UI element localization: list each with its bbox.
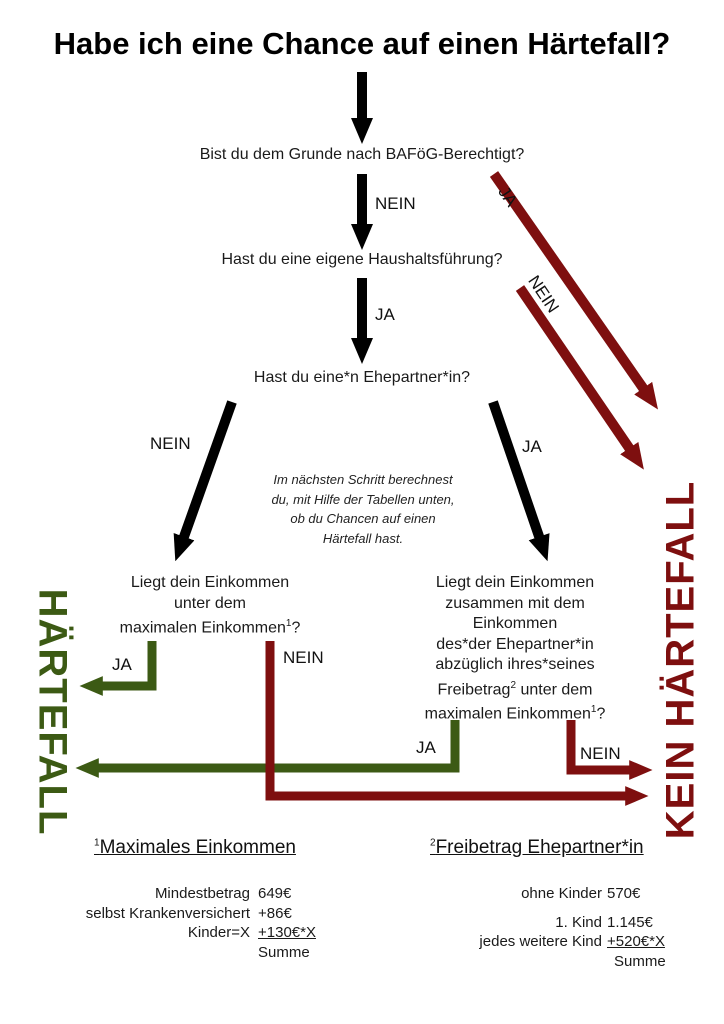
question-einkommen-partner: Liegt dein Einkommen zusammen mit dem Ei… [395, 573, 635, 725]
label-ja-q2: JA [375, 305, 395, 324]
footnote-2-row: 1. Kind 1.145€ [420, 913, 720, 933]
arrow-q5-ja [75, 720, 460, 778]
footnote-ref-1: 1 [285, 618, 292, 629]
arrow-q3-nein [173, 400, 237, 562]
question-bafoeg: Bist du dem Grunde nach BAFöG-Berechtigt… [199, 146, 525, 163]
arrow-q1-ja [489, 171, 659, 410]
question-ehepartner: Hast du eine*n Ehepartner*in? [253, 369, 471, 386]
footnote-1-row: selbst Krankenversichert +86€ [30, 904, 350, 924]
label-nein-q1: NEIN [375, 194, 416, 213]
question-partner-line: Freibetrag2 unter dem [395, 676, 635, 701]
question-partner-line: Liegt dein Einkommen [435, 574, 595, 591]
label-nein-q5: NEIN [580, 744, 621, 763]
footnote-1-row: Mindestbetrag 649€ [30, 884, 350, 904]
footnote-2-row: Summe [420, 952, 720, 972]
label-nein-q4: NEIN [283, 648, 324, 667]
footnote-2-value: 1.145€ [607, 913, 653, 931]
page-title: Habe ich eine Chance auf einen Härtefall… [53, 26, 671, 61]
footnote-1-heading: 1Maximales Einkommen [94, 837, 296, 859]
footnote-2-label: ohne Kinder [521, 885, 602, 902]
question-partner-text: unter dem [516, 680, 593, 698]
footnote-2-row: ohne Kinder 570€ [420, 884, 720, 904]
footnote-1-label: Mindestbetrag [154, 885, 250, 902]
footnote-2-table: ohne Kinder 570€ 1. Kind 1.145€ jedes we… [420, 884, 720, 971]
arrow-q4-nein [265, 641, 649, 806]
question-mark: ? [291, 619, 301, 637]
label-ja-q4: JA [112, 655, 132, 674]
hint-line: Im nächsten Schritt berechnest [273, 472, 453, 487]
question-einkommen-text: maximalen Einkommen [119, 619, 286, 637]
question-einkommen-line: Liegt dein Einkommen [130, 574, 290, 591]
question-partner-line: des*der Ehepartner*in [436, 635, 594, 653]
footnote-ref-1: 1 [590, 704, 597, 716]
footnote-1-value: +130€*X [258, 924, 316, 941]
question-einkommen: Liegt dein Einkommen unter dem maximalen… [90, 573, 330, 639]
footnote-1-spacer [30, 943, 250, 963]
footnote-2-value: +520€*X [607, 933, 665, 950]
arrow-q5-nein [566, 720, 653, 780]
arrow-q4-ja [79, 641, 157, 696]
footnote-1-title: Maximales Einkommen [99, 837, 296, 858]
outcome-kein-haertefall: KEIN HÄRTEFALL [658, 480, 703, 840]
footnote-2-title: Freibetrag Ehepartner*in [435, 837, 644, 858]
footnote-1-row: Kinder=X +130€*X [30, 923, 350, 943]
question-partner-line: abzüglich ihres*seines [435, 656, 595, 673]
footnote-2-sum: Summe [614, 952, 666, 970]
question-mark: ? [596, 705, 606, 723]
footnote-1-sum: Summe [258, 943, 310, 961]
footnote-2-row: jedes weitere Kind +520€*X [420, 932, 720, 952]
question-partner-text: maximalen Einkommen [424, 705, 591, 723]
footnote-1-label: Kinder=X [187, 924, 250, 941]
question-einkommen-line: maximalen Einkommen1? [90, 614, 330, 639]
label-ja-q3: JA [522, 437, 542, 456]
footnote-2-spacer [420, 952, 602, 972]
footnote-2-label: jedes weitere Kind [479, 933, 602, 950]
footnote-1-table: Mindestbetrag 649€ selbst Krankenversich… [30, 884, 350, 962]
label-ja-q5: JA [416, 738, 436, 757]
hint-line: Härtefall hast. [322, 530, 404, 546]
arrow-q3-ja [488, 400, 550, 562]
question-haushalt: Hast du eine eigene Haushaltsführung? [221, 251, 503, 268]
outcome-haertefall: HÄRTEFALL [30, 588, 75, 836]
footnote-1-marker: 1 [94, 837, 100, 849]
footnote-2-heading: 2Freibetrag Ehepartner*in [430, 837, 644, 859]
question-partner-line: zusammen mit dem [445, 594, 585, 612]
footnote-2-marker: 2 [430, 837, 436, 849]
footnote-2-value: 570€ [607, 885, 641, 902]
footnote-1-value: 649€ [258, 885, 292, 902]
hint-line: du, mit Hilfe der Tabellen unten, [271, 491, 455, 507]
hint-line: ob du Chancen auf einen [290, 511, 436, 526]
arrow-q2-nein [515, 285, 644, 470]
question-einkommen-line: unter dem [173, 594, 247, 612]
footnote-1-row: Summe [30, 943, 350, 963]
label-nein-q3: NEIN [150, 434, 191, 453]
question-partner-line: Einkommen [472, 615, 558, 632]
footnote-ref-2: 2 [510, 679, 516, 691]
footnote-2-gap [420, 904, 720, 913]
footnote-1-label: selbst Krankenversichert [85, 904, 250, 922]
footnote-1-value: +86€ [258, 904, 292, 922]
hint-note: Im nächsten Schritt berechnest du, mit H… [232, 470, 494, 548]
question-partner-line: maximalen Einkommen1? [395, 700, 635, 725]
footnote-2-label: 1. Kind [555, 913, 602, 931]
question-partner-text: Freibetrag [437, 680, 511, 698]
